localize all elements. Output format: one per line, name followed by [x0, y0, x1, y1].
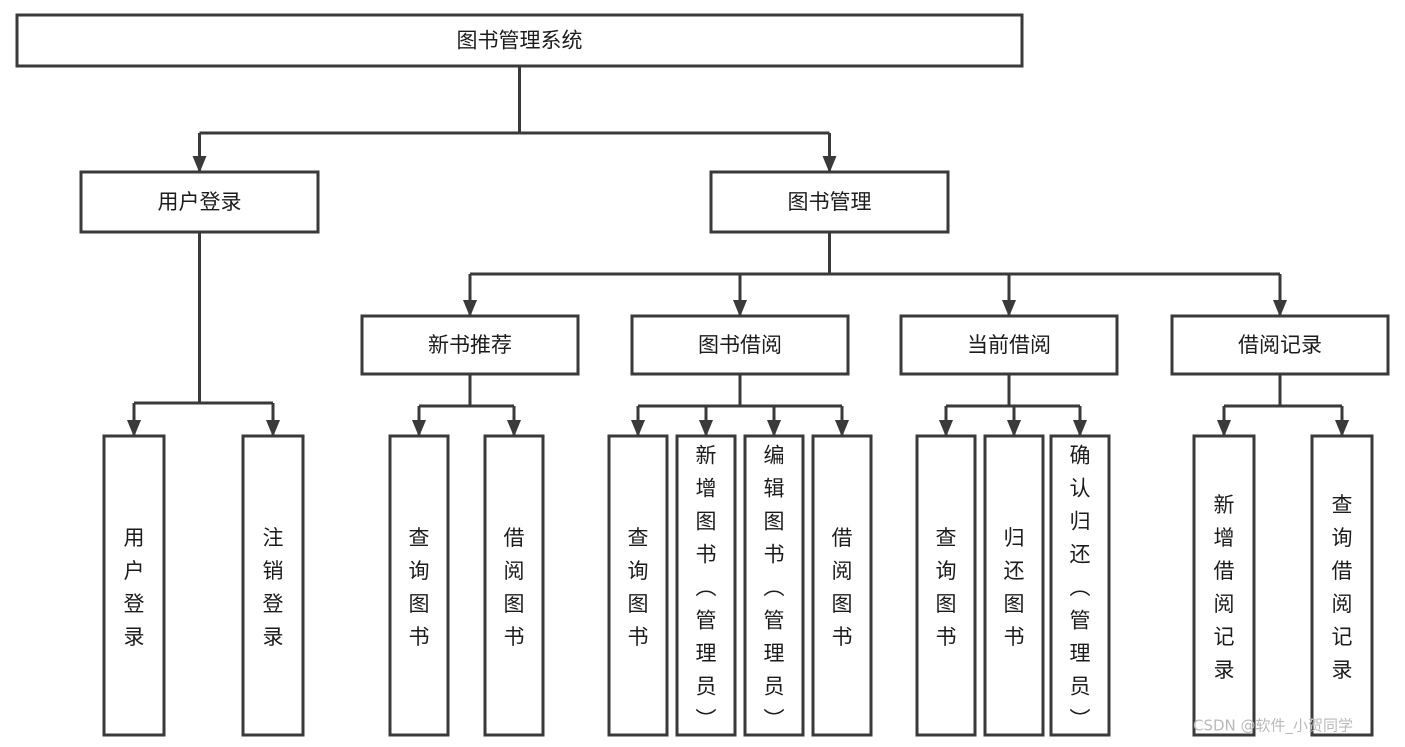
node-leaf-confirm-return[interactable]: 确认归还︵管理员︶	[1049, 434, 1111, 737]
node-label: 借阅记录	[1238, 333, 1322, 357]
node-leaf-user-login[interactable]: 用户登录	[102, 434, 166, 737]
node-label: 注销登录	[263, 526, 284, 649]
node-box[interactable]	[630, 314, 850, 376]
node-box[interactable]	[1310, 434, 1374, 737]
node-label: 编辑图书︵管理员︶	[764, 444, 785, 732]
arrow-head-icon	[1002, 300, 1016, 317]
node-leaf-add-record[interactable]: 新增借阅记录	[1192, 434, 1256, 737]
node-box[interactable]	[899, 314, 1119, 376]
node-leaf-query-record[interactable]: 查询借阅记录	[1310, 434, 1374, 737]
arrow-head-icon	[631, 420, 645, 437]
node-label: 新增图书︵管理员︶	[696, 444, 717, 732]
arrow-head-icon	[412, 420, 426, 437]
node-book-borrow[interactable]: 图书借阅	[630, 314, 850, 376]
node-label: 用户登录	[158, 190, 242, 214]
node-label: 图书借阅	[698, 333, 782, 357]
node-box[interactable]	[360, 314, 580, 376]
edge-group	[412, 374, 521, 437]
arrow-head-icon	[1007, 420, 1021, 437]
arrow-head-icon	[699, 420, 713, 437]
node-box[interactable]	[79, 170, 320, 234]
node-leaf-logout[interactable]: 注销登录	[241, 434, 305, 737]
arrow-head-icon	[835, 420, 849, 437]
node-box[interactable]	[483, 434, 545, 737]
node-leaf-return-book[interactable]: 归还图书	[983, 434, 1045, 737]
node-box[interactable]	[102, 434, 166, 737]
node-label: 借阅图书	[504, 526, 525, 649]
arrow-head-icon	[1217, 420, 1231, 437]
arrow-head-icon	[463, 300, 477, 317]
node-leaf-query-book[interactable]: 查询图书	[607, 434, 669, 737]
arrow-head-icon	[507, 420, 521, 437]
node-box[interactable]	[743, 434, 805, 737]
arrow-head-icon	[192, 156, 207, 173]
node-box[interactable]	[983, 434, 1045, 737]
node-leaf-query-book-current[interactable]: 查询图书	[915, 434, 977, 737]
edge-group	[192, 66, 837, 173]
node-new-book-recommend[interactable]: 新书推荐	[360, 314, 580, 376]
node-box[interactable]	[1049, 434, 1111, 737]
node-box[interactable]	[1192, 434, 1256, 737]
node-leaf-query-book-recommend[interactable]: 查询图书	[388, 434, 450, 737]
node-label: 图书管理系统	[457, 29, 583, 53]
node-label: 新书推荐	[428, 333, 512, 357]
node-label: 新增借阅记录	[1214, 493, 1235, 682]
arrow-head-icon	[127, 420, 141, 437]
node-box[interactable]	[1170, 314, 1390, 376]
nodes-layer: 图书管理系统用户登录图书管理新书推荐图书借阅当前借阅借阅记录用户登录注销登录查询…	[15, 13, 1390, 737]
csdn-watermark: CSDN @软件_小贺同学	[1193, 717, 1353, 736]
node-label: 查询图书	[936, 526, 957, 649]
node-box[interactable]	[675, 434, 737, 737]
node-book-management[interactable]: 图书管理	[709, 170, 950, 234]
node-leaf-edit-book[interactable]: 编辑图书︵管理员︶	[743, 434, 805, 737]
node-label: 借阅图书	[832, 526, 853, 649]
node-current-borrow[interactable]: 当前借阅	[899, 314, 1119, 376]
node-box[interactable]	[241, 434, 305, 737]
arrow-head-icon	[1273, 300, 1287, 317]
arrow-head-icon	[767, 420, 781, 437]
edge-group	[463, 232, 1287, 317]
edge-group	[1217, 374, 1349, 437]
arrow-head-icon	[939, 420, 953, 437]
node-label: 查询借阅记录	[1332, 493, 1353, 682]
node-label: 确认归还︵管理员︶	[1070, 444, 1091, 732]
node-label: 查询图书	[628, 526, 649, 649]
node-box[interactable]	[811, 434, 873, 737]
node-leaf-borrow-book[interactable]: 借阅图书	[811, 434, 873, 737]
node-root[interactable]: 图书管理系统	[15, 13, 1024, 68]
node-box[interactable]	[607, 434, 669, 737]
arrow-head-icon	[733, 300, 747, 317]
arrow-head-icon	[266, 420, 280, 437]
node-label: 查询图书	[409, 526, 430, 649]
node-box[interactable]	[388, 434, 450, 737]
arrow-head-icon	[822, 156, 837, 173]
edge-group	[631, 374, 849, 437]
edge-group	[939, 374, 1087, 437]
node-leaf-add-book[interactable]: 新增图书︵管理员︶	[675, 434, 737, 737]
node-label: 图书管理	[788, 190, 872, 214]
node-borrow-record[interactable]: 借阅记录	[1170, 314, 1390, 376]
arrow-head-icon	[1073, 420, 1087, 437]
node-user-login[interactable]: 用户登录	[79, 170, 320, 234]
arrow-head-icon	[1335, 420, 1349, 437]
node-label: 归还图书	[1004, 526, 1025, 649]
edge-group	[127, 232, 280, 437]
node-box[interactable]	[915, 434, 977, 737]
node-label: 用户登录	[124, 526, 145, 649]
node-box[interactable]	[709, 170, 950, 234]
node-label: 当前借阅	[967, 333, 1051, 357]
node-leaf-borrow-book-recommend[interactable]: 借阅图书	[483, 434, 545, 737]
node-box[interactable]	[15, 13, 1024, 68]
edges-layer	[127, 66, 1349, 437]
